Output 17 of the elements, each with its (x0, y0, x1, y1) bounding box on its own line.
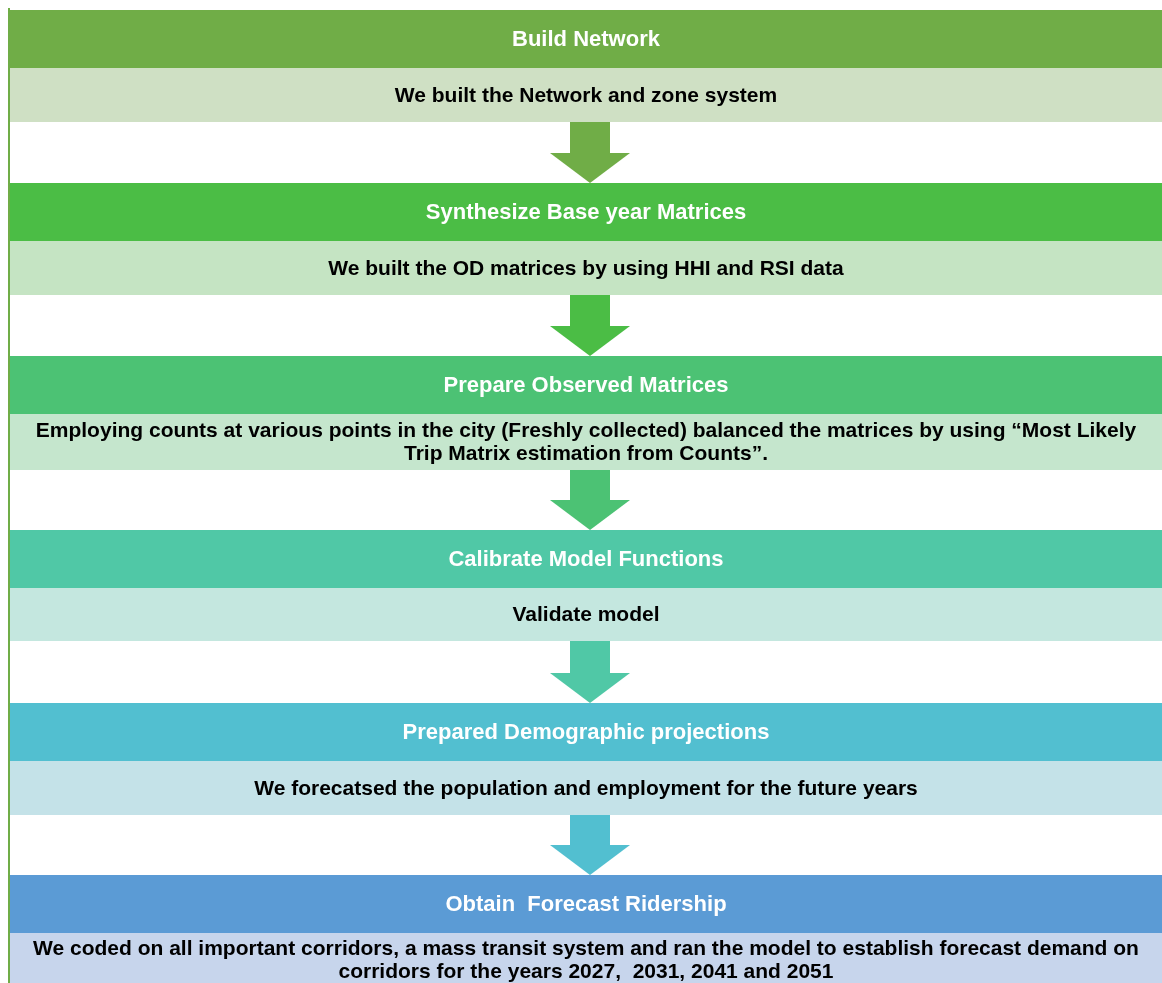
stage-description: We coded on all important corridors, a mass transit system and ran the model to establish forecast demand on corridors for the years 2027, 2031, 2041 and 2051 (10, 933, 1162, 983)
stage-description: We built the Network and zone system (10, 68, 1162, 122)
arrow (550, 295, 630, 356)
stage-description: Employing counts at various points in the city (Freshly collected) balanced the matrices by using “Most Likely Trip Matrix estimation from Counts”. (10, 414, 1162, 470)
stage-description: We forecatsed the population and employment for the future years (10, 761, 1162, 815)
stage-description: We built the OD matrices by using HHI and RSI data (10, 241, 1162, 295)
stage-description: Validate model (10, 588, 1162, 641)
stage-heading: Synthesize Base year Matrices (10, 183, 1162, 241)
stage-heading: Obtain Forecast Ridership (10, 875, 1162, 933)
arrow (550, 641, 630, 703)
stage-heading: Prepared Demographic projections (10, 703, 1162, 761)
stage-heading: Prepare Observed Matrices (10, 356, 1162, 414)
arrow (550, 470, 630, 530)
stage-heading: Calibrate Model Functions (10, 530, 1162, 588)
stage-heading: Build Network (10, 10, 1162, 68)
arrow (550, 815, 630, 875)
arrow (550, 122, 630, 183)
